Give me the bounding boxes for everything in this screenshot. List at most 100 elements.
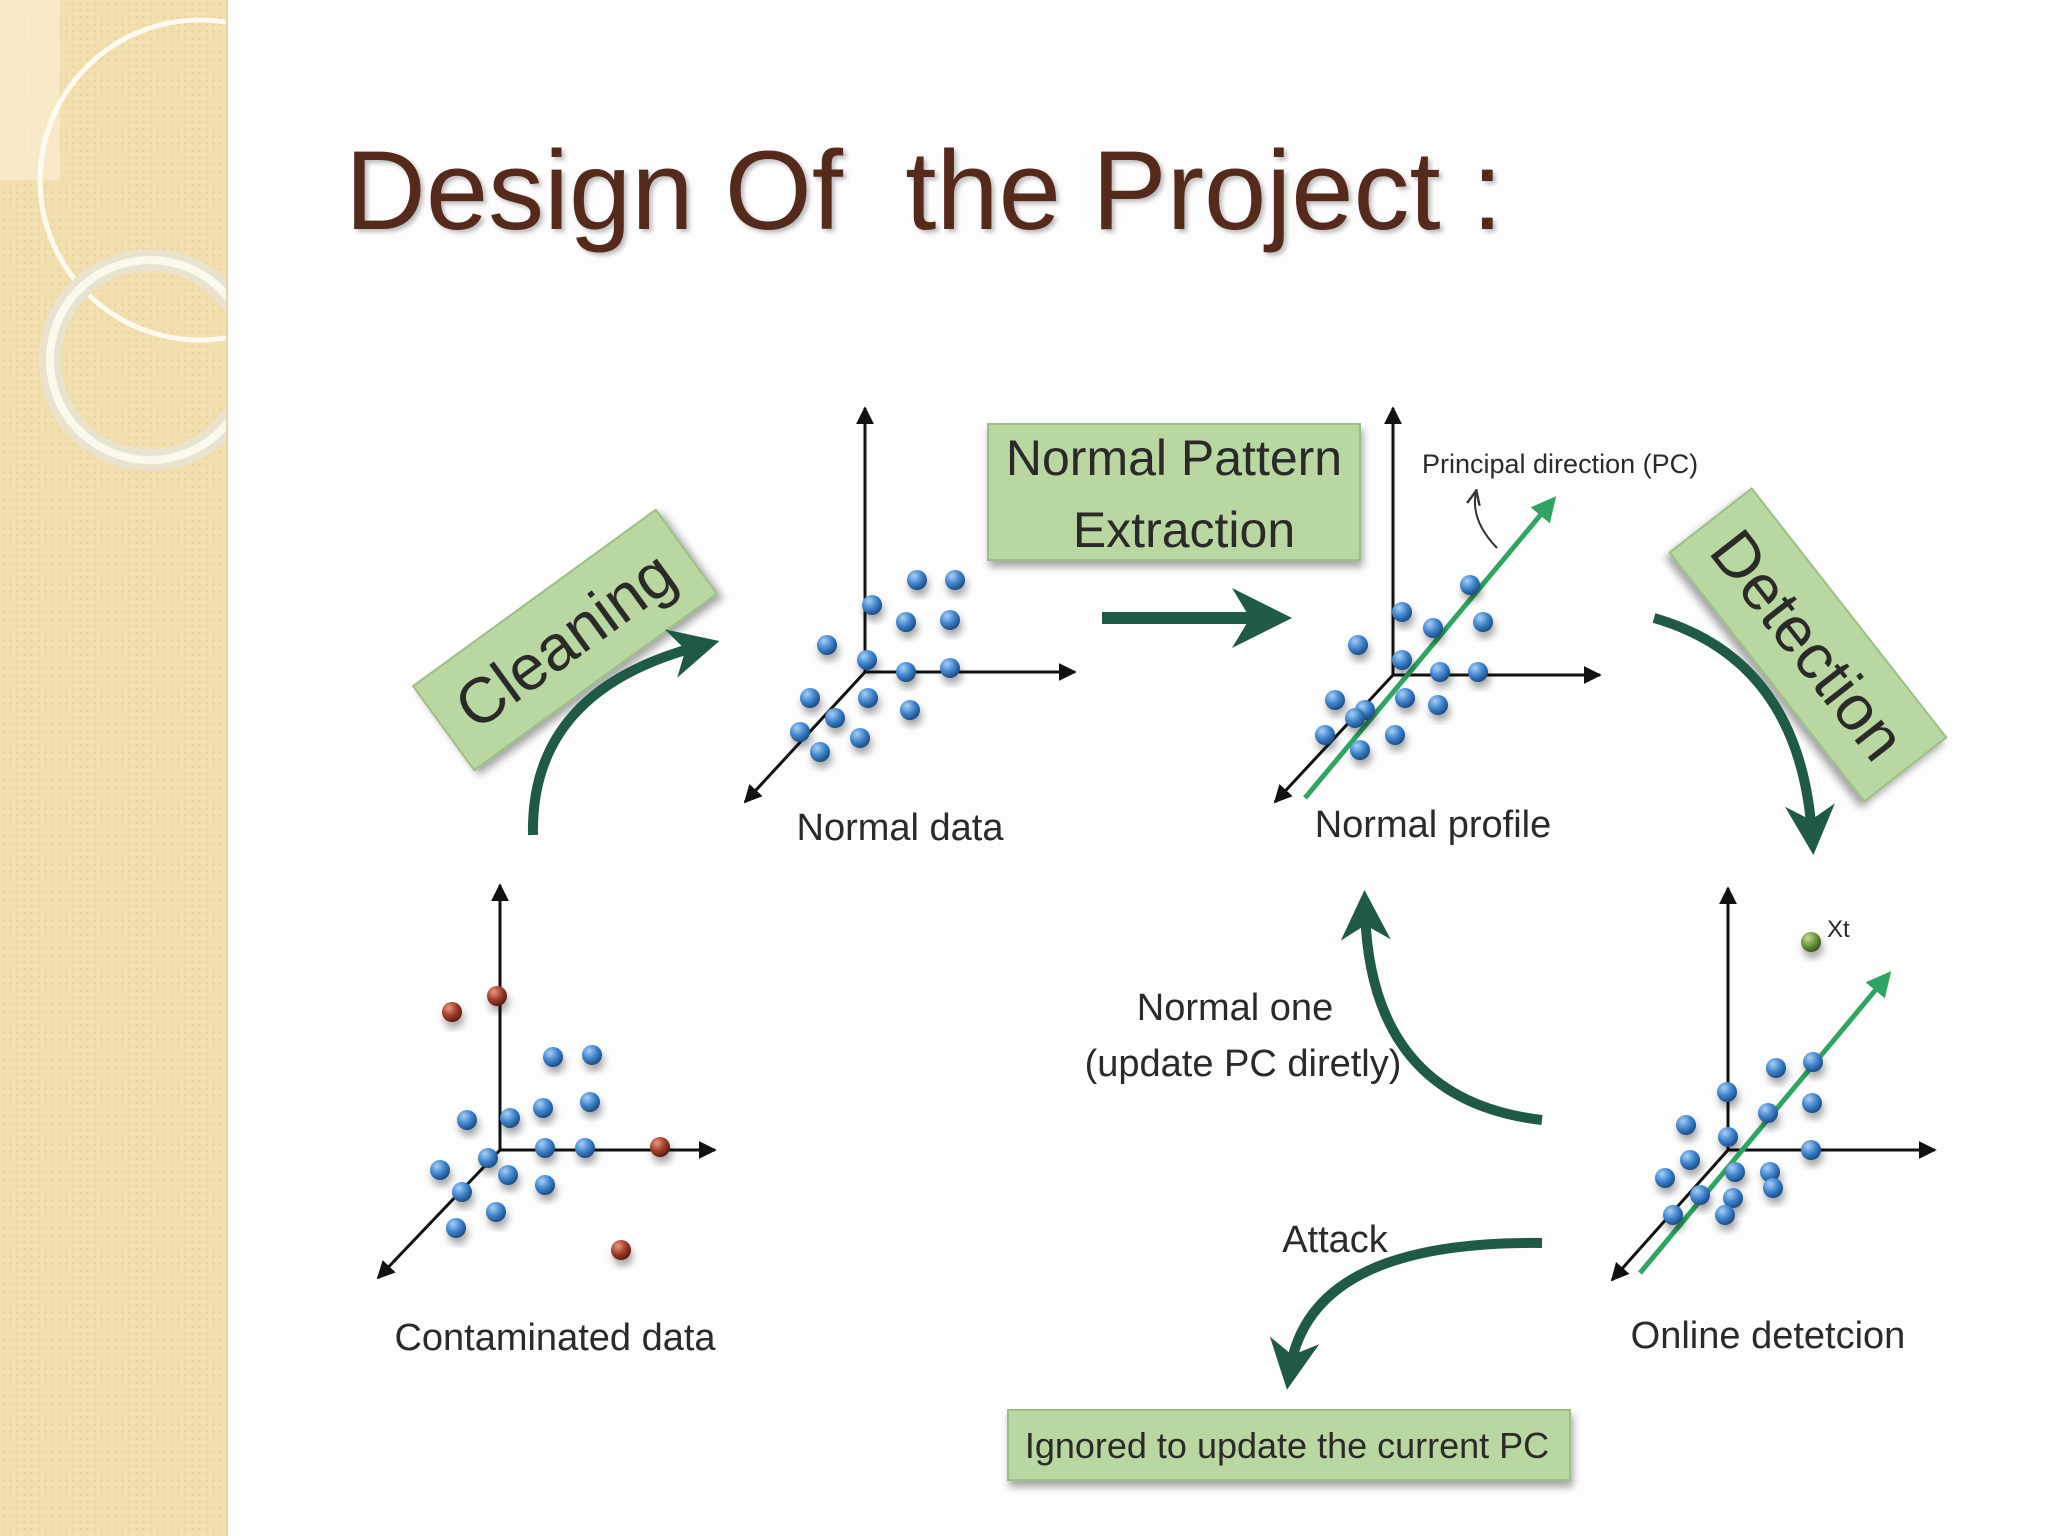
normal-point: [543, 1047, 563, 1067]
normal-profile-points: [1315, 575, 1493, 760]
normal-point: [500, 1108, 520, 1128]
normal-data-plot: Normal data: [743, 406, 1077, 849]
normal-point: [457, 1110, 477, 1130]
normal-one-label-line2: (update PC diretly): [1085, 1043, 1402, 1085]
normal-point: [900, 700, 920, 720]
normal-point: [896, 662, 916, 682]
outlier-point: [611, 1240, 631, 1260]
normal-point: [800, 688, 820, 708]
normal-point: [862, 595, 882, 615]
normal-point: [486, 1202, 506, 1222]
contaminated-axes: [376, 883, 717, 1280]
normal-point: [1718, 1127, 1738, 1147]
normal-point: [817, 635, 837, 655]
normal-point: [446, 1218, 466, 1238]
normal-point: [533, 1098, 553, 1118]
normal-point: [1423, 618, 1443, 638]
normal-point: [1802, 1093, 1822, 1113]
cleaning-arrow: [527, 629, 720, 836]
contaminated-data-plot: Contaminated data: [376, 883, 717, 1359]
normal-point: [1385, 725, 1405, 745]
normal-point: [1430, 662, 1450, 682]
normal-point: [452, 1182, 472, 1202]
normal-point: [535, 1138, 555, 1158]
sidebar-decoration: [0, 0, 228, 1536]
normal-point: [1325, 690, 1345, 710]
normal-point: [1766, 1058, 1786, 1078]
online-detection-label: Online detetcion: [1631, 1315, 1906, 1357]
normal-profile-label: Normal profile: [1315, 804, 1552, 846]
attack-arrow: [1269, 1237, 1543, 1390]
outlier-point: [442, 1002, 462, 1022]
page-title: Design Of the Project :: [345, 128, 1503, 253]
normal-point: [1473, 612, 1493, 632]
normal-point: [940, 610, 960, 630]
normal-point: [1763, 1178, 1783, 1198]
new-point: [1801, 932, 1821, 952]
normal-point: [1690, 1185, 1710, 1205]
normal-point: [790, 722, 810, 742]
normal-point: [1758, 1103, 1778, 1123]
normal-point: [1350, 740, 1370, 760]
normal-point: [825, 708, 845, 728]
normal-point: [575, 1138, 595, 1158]
contaminated-points: [430, 986, 670, 1260]
normal-point: [1676, 1115, 1696, 1135]
normal-point: [896, 612, 916, 632]
principal-direction-pointer: [1475, 492, 1498, 549]
normal-point: [858, 688, 878, 708]
principal-direction-label: Principal direction (PC): [1422, 449, 1698, 479]
normal-point: [1663, 1205, 1683, 1225]
ignored-update-label: Ignored to update the current PC: [1025, 1425, 1549, 1466]
normal-one-label-line1: Normal one: [1137, 987, 1333, 1029]
normal-point: [535, 1175, 555, 1195]
normal-data-points: [790, 570, 965, 762]
normal-data-label: Normal data: [797, 807, 1005, 849]
principal-direction-arrow-online: [1638, 971, 1892, 1275]
normal-point: [580, 1092, 600, 1112]
normal-pattern-extraction-stage: Normal Pattern Extraction: [987, 423, 1361, 561]
normal-update-arrow: [1340, 890, 1543, 1125]
normal-point: [810, 742, 830, 762]
normal-point: [1760, 1162, 1780, 1182]
detection-arrow: [1652, 613, 1835, 855]
outlier-point: [650, 1137, 670, 1157]
decorative-rings: [0, 0, 226, 471]
normal-point: [498, 1165, 518, 1185]
normal-point: [1345, 708, 1365, 728]
detection-label: Detection: [1696, 516, 1919, 773]
normal-point: [945, 570, 965, 590]
normal-point: [1392, 650, 1412, 670]
principal-direction-arrow: [1303, 496, 1557, 800]
normal-point: [1655, 1168, 1675, 1188]
new-point-label: Xt: [1827, 916, 1850, 943]
normal-point: [1348, 635, 1368, 655]
normal-point: [1715, 1205, 1735, 1225]
normal-point: [857, 650, 877, 670]
online-detection-points: [1655, 932, 1823, 1225]
normal-point: [1723, 1188, 1743, 1208]
online-detection-plot: Xt Online detetcion: [1610, 886, 1937, 1357]
normal-point: [1460, 575, 1480, 595]
normal-point: [478, 1148, 498, 1168]
extraction-label-line2: Extraction: [1073, 502, 1295, 558]
normal-point: [430, 1160, 450, 1180]
normal-point: [1717, 1082, 1737, 1102]
outlier-point: [487, 986, 507, 1006]
attack-label: Attack: [1282, 1219, 1389, 1261]
normal-point: [940, 658, 960, 678]
normal-point: [1725, 1162, 1745, 1182]
normal-point: [582, 1045, 602, 1065]
normal-point: [850, 728, 870, 748]
normal-point: [907, 570, 927, 590]
extraction-label-line1: Normal Pattern: [1006, 430, 1342, 486]
normal-point: [1315, 725, 1335, 745]
contaminated-data-label: Contaminated data: [394, 1317, 716, 1359]
online-detection-axes: [1610, 886, 1937, 1282]
normal-point: [1428, 695, 1448, 715]
normal-point: [1468, 662, 1488, 682]
normal-point: [1392, 602, 1412, 622]
normal-profile-plot: Principal direction (PC) Normal profile: [1273, 406, 1698, 846]
normal-point: [1801, 1140, 1821, 1160]
